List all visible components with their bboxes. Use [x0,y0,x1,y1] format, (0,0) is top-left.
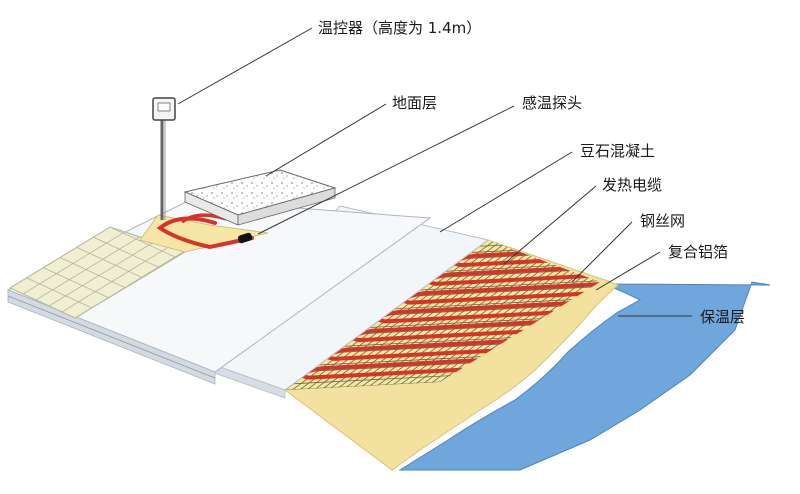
label-thermostat: 温控器（高度为 1.4m） [318,19,481,37]
label-pea-stone-concrete: 豆石混凝土 [580,142,655,160]
label-insulation-layer: 保温层 [700,308,745,326]
label-floor-surface: 地面层 [392,94,437,112]
label-temperature-probe: 感温探头 [522,94,582,112]
heating-cable-front [156,216,254,250]
temperature-probe [237,232,253,244]
label-wire-mesh: 钢丝网 [640,212,685,230]
label-heating-cable: 发热电缆 [602,176,662,194]
leader-lines [177,27,692,317]
label-aluminum-foil: 复合铝箔 [668,243,728,261]
